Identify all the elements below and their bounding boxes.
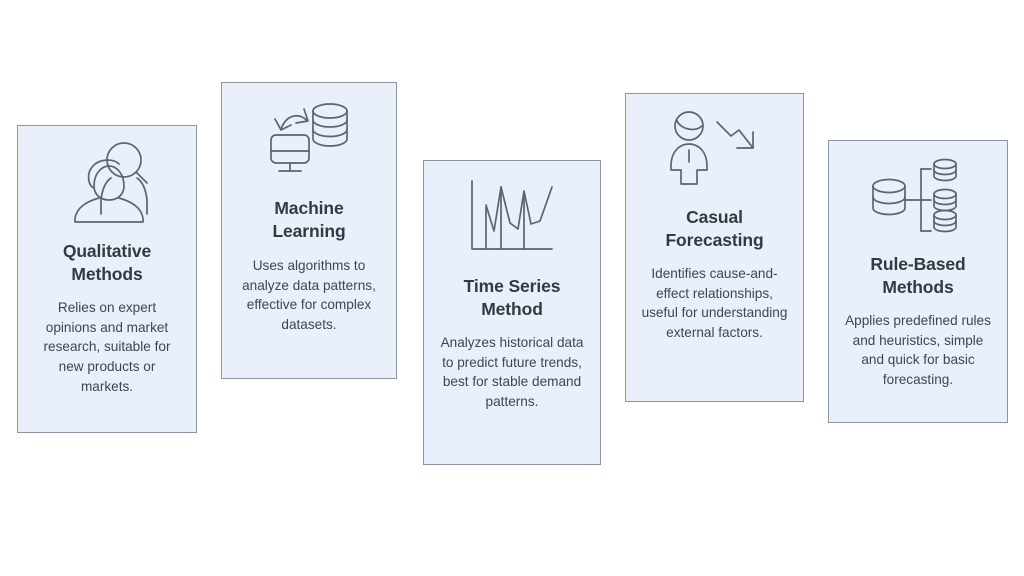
card-time-series-method[interactable]: Time Series Method Analyzes historical d… bbox=[423, 160, 601, 465]
card-title: Rule-Based Methods bbox=[870, 254, 966, 298]
card-description: Identifies cause-and-effect relationship… bbox=[641, 265, 788, 340]
card-title: Casual Forecasting bbox=[665, 207, 764, 251]
card-title: Qualitative Methods bbox=[62, 241, 152, 285]
line-bar-chart-icon bbox=[436, 177, 588, 255]
card-rule-based-methods[interactable]: Rule-Based Methods Applies predefined ru… bbox=[828, 140, 1008, 423]
card-machine-learning[interactable]: Machine Learning Uses algorithms to anal… bbox=[221, 82, 397, 379]
worker-declining-arrow-icon bbox=[638, 110, 791, 190]
card-title: Machine Learning bbox=[272, 198, 346, 242]
database-branching-icon bbox=[841, 157, 995, 235]
card-qualitative-methods[interactable]: Qualitative Methods Relies on expert opi… bbox=[17, 125, 197, 433]
card-description: Relies on expert opinions and market res… bbox=[43, 299, 171, 394]
two-people-magnifier-icon bbox=[30, 142, 184, 226]
card-description: Uses algorithms to analyze data patterns… bbox=[242, 257, 376, 332]
card-description: Applies predefined rules and heuristics,… bbox=[845, 312, 991, 387]
card-description: Analyzes historical data to predict futu… bbox=[440, 334, 584, 409]
card-title: Time Series Method bbox=[463, 276, 561, 320]
monitor-database-sync-icon bbox=[234, 99, 384, 179]
card-casual-forecasting[interactable]: Casual Forecasting Identifies cause-and-… bbox=[625, 93, 804, 402]
